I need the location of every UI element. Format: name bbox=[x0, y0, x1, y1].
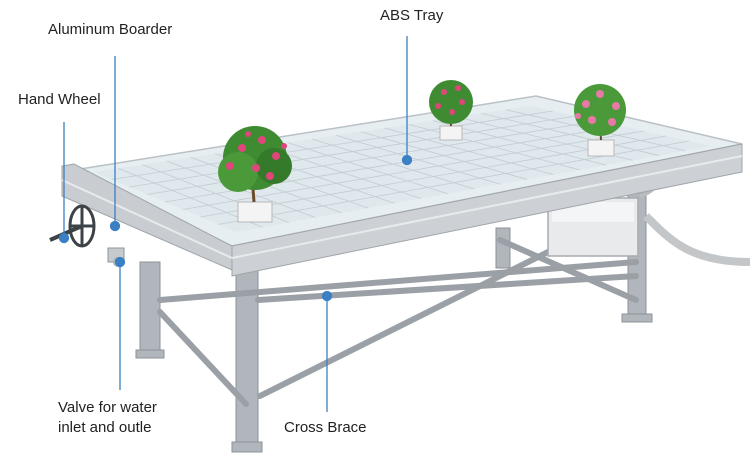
label-aluminum-border: Aluminum Boarder bbox=[48, 21, 173, 38]
foot-front-mid bbox=[231, 441, 263, 453]
label-valve-line-1: Valve for water bbox=[58, 399, 157, 416]
plant-middle bbox=[429, 80, 473, 141]
grid-line bbox=[111, 110, 553, 180]
leg-back-mid bbox=[495, 227, 511, 269]
label-hand-wheel: Hand Wheel bbox=[18, 91, 101, 108]
under-frame bbox=[157, 209, 639, 407]
callout-dot-cross-brace bbox=[321, 290, 333, 302]
callout-dot-aluminum bbox=[109, 220, 121, 232]
callouts bbox=[58, 36, 413, 412]
label-abs-tray: ABS Tray bbox=[380, 7, 444, 24]
aluminum-border bbox=[61, 143, 743, 277]
grid-line bbox=[129, 115, 576, 188]
callout-dot-hand-wheel bbox=[58, 232, 70, 244]
long-rail bbox=[157, 259, 639, 303]
water-tank bbox=[547, 168, 750, 266]
label-valve-line-2: inlet and outle bbox=[58, 419, 152, 436]
foot-front-left bbox=[135, 349, 165, 359]
foot-back-right bbox=[621, 313, 653, 323]
cross-brace-bar bbox=[255, 273, 639, 303]
label-valve: Valve for water inlet and outle bbox=[58, 398, 208, 438]
label-cross-brace: Cross Brace bbox=[284, 419, 367, 436]
diagonal-brace-a bbox=[157, 309, 249, 407]
grid-line bbox=[182, 130, 644, 210]
leg-front-left bbox=[139, 261, 161, 355]
diagonal-brace-c bbox=[497, 237, 639, 303]
plant-right bbox=[574, 84, 626, 157]
callout-dot-abs-tray bbox=[401, 154, 413, 166]
plant-left bbox=[218, 126, 292, 223]
callout-dot-valve bbox=[114, 256, 126, 268]
hand-wheel bbox=[49, 204, 96, 248]
